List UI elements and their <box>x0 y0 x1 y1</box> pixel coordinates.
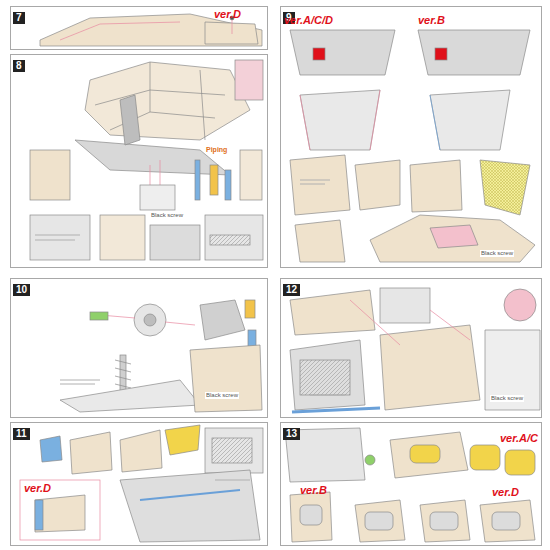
version-tag: ver.A/C/D <box>284 14 333 26</box>
step-number: 12 <box>283 284 300 296</box>
part-note: Black screw <box>205 392 239 399</box>
step-number: 11 <box>13 428 30 440</box>
version-tag: ver.A/C <box>500 432 538 444</box>
step-number: 8 <box>13 60 25 72</box>
version-tag: ver.D <box>24 482 51 494</box>
part-note: Black screw <box>480 250 514 257</box>
step-number: 10 <box>13 284 30 296</box>
step-number: 7 <box>13 12 25 24</box>
version-tag: ver.B <box>300 484 327 496</box>
piping-label: Piping <box>205 146 228 154</box>
version-tag: ver.D <box>214 8 241 20</box>
part-note: Black screw <box>490 395 524 402</box>
version-tag: ver.D <box>492 486 519 498</box>
version-tag: ver.B <box>418 14 445 26</box>
step-number: 13 <box>283 428 300 440</box>
part-note: Black screw <box>150 212 184 219</box>
step-panel: 9 <box>280 6 542 268</box>
step-panel: 8 <box>10 54 268 268</box>
